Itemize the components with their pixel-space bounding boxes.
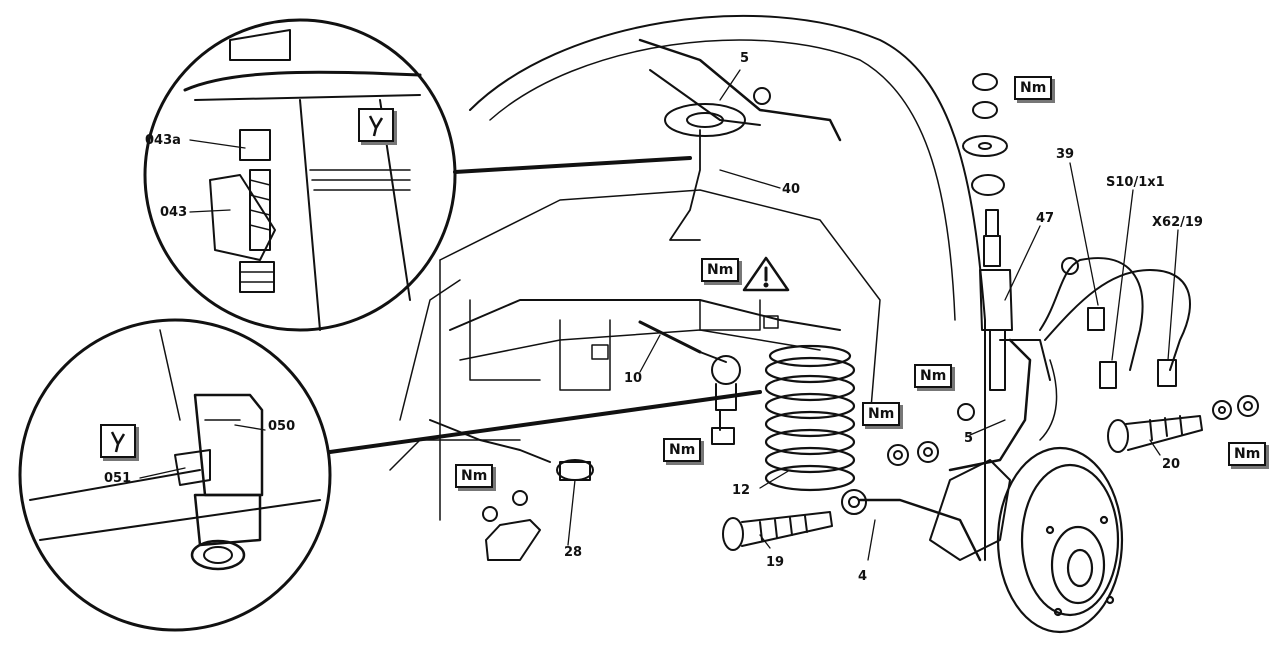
part-label-40: 40 [782, 182, 801, 197]
upper-control-arm [638, 38, 842, 142]
part-label-x62-19: X62/19 [1152, 215, 1203, 230]
part-label-5-upper: 5 [740, 51, 750, 66]
torque-badge: Nm [455, 464, 494, 488]
subframe [449, 299, 841, 331]
shock-absorber-stack [962, 73, 1013, 391]
torque-badge: Nm [914, 364, 953, 388]
part-label-4: 4 [858, 569, 868, 584]
detail-magnifier-upper [143, 18, 457, 332]
part-label-20: 20 [1162, 457, 1181, 472]
part-label-043a: 043a [145, 133, 181, 148]
torque-badge: Nm [663, 438, 702, 462]
brake-caliper [929, 459, 1011, 561]
torque-badge: Nm [862, 402, 901, 426]
part-label-19: 19 [766, 555, 785, 570]
part-label-043: 043 [160, 205, 188, 220]
leader-line-upper [453, 156, 692, 174]
detail-magnifier-lower [18, 318, 332, 632]
part-label-39: 39 [1056, 147, 1075, 162]
special-tool-symbol [358, 108, 394, 142]
wheel-arch-outline [469, 14, 986, 561]
mounting-bracket [485, 519, 541, 561]
bolt-20 [1107, 415, 1203, 453]
tie-rod [638, 320, 702, 354]
part-label-5-mid: 5 [964, 431, 974, 446]
torque-badge: Nm [1014, 76, 1053, 100]
part-label-051: 051 [104, 471, 132, 486]
lower-control-arm [858, 498, 982, 562]
part-label-47: 47 [1036, 211, 1055, 226]
bolt-19 [722, 511, 833, 551]
leader-line-lower [328, 390, 762, 454]
part-label-050: 050 [268, 419, 296, 434]
part-label-10: 10 [624, 371, 643, 386]
part-label-s10-1x1: S10/1x1 [1106, 175, 1165, 190]
sensor-cable [1039, 257, 1144, 371]
special-tool-symbol [100, 424, 136, 458]
torque-badge: Nm [1228, 442, 1267, 466]
warning-triangle-icon [742, 256, 790, 292]
part-label-28: 28 [564, 545, 583, 560]
coil-spring [764, 344, 856, 492]
torque-badge: Nm [701, 258, 740, 282]
brake-disc [996, 446, 1124, 634]
part-label-12: 12 [732, 483, 751, 498]
